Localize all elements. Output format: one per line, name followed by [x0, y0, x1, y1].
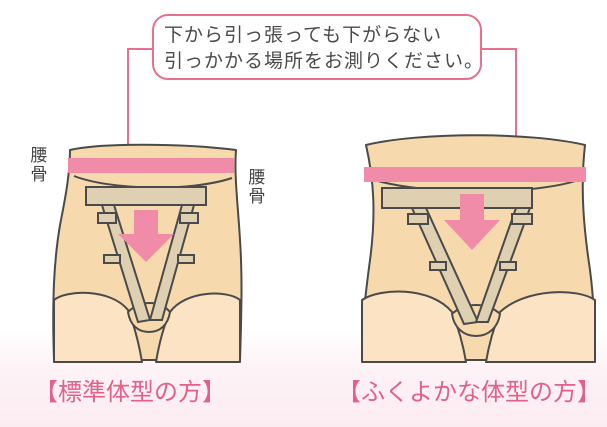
left-strap-right	[148, 204, 196, 321]
hipbone-label-right: 腰骨	[248, 168, 266, 207]
caption-standard: 【標準体型の方】	[34, 378, 226, 406]
right-clip-1	[407, 213, 429, 225]
hipbone-label-left: 腰骨	[30, 146, 48, 185]
left-thigh-left	[53, 291, 143, 363]
right-belt	[381, 187, 533, 209]
connector-lines	[127, 48, 517, 170]
callout-line-1: 下から引っ張っても下がらない	[164, 24, 443, 46]
left-clip-4	[177, 254, 195, 264]
callout-line-2: 引っかかる場所をお測りください。	[164, 50, 485, 72]
connector-left	[127, 48, 152, 158]
right-clip-4	[499, 261, 517, 271]
right-thigh-right	[485, 291, 596, 363]
left-measure-band	[68, 158, 234, 173]
left-belt	[85, 186, 207, 206]
connector-right	[482, 48, 517, 170]
left-down-arrow	[118, 210, 174, 262]
right-straps	[381, 187, 533, 326]
left-clip-1	[97, 212, 117, 224]
left-straps	[85, 186, 207, 324]
caption-fuller: 【ふくよかな体型の方】	[337, 378, 601, 406]
right-clip-2	[511, 213, 533, 225]
right-down-arrow	[444, 194, 500, 250]
right-measure-band	[364, 167, 586, 182]
callout-box: 下から引っ張っても下がらない 引っかかる場所をお測りください。	[152, 14, 485, 80]
right-thigh-left	[361, 290, 467, 363]
right-clip-3	[429, 261, 447, 271]
left-clip-2	[179, 212, 199, 224]
left-clip-3	[103, 254, 121, 264]
